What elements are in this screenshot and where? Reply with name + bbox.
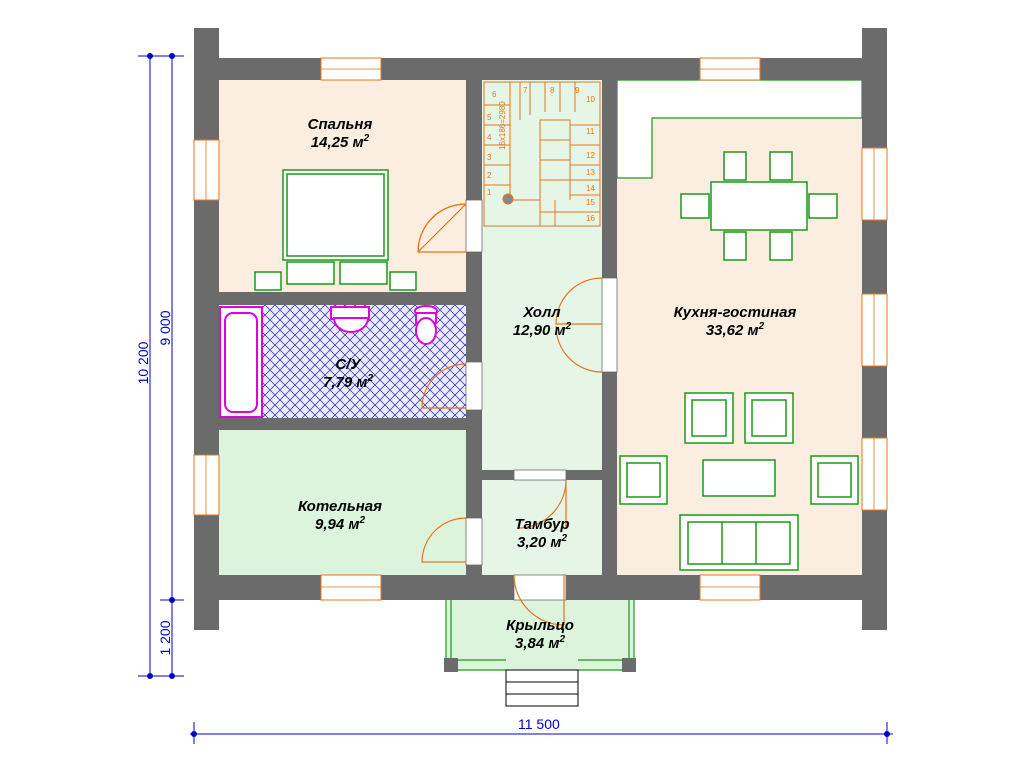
vestibule-name: Тамбур [514,516,570,533]
double-bed [254,169,417,291]
room-label-vestibule: Тамбур 3,20 м2 [492,516,592,552]
living-furniture [619,392,859,571]
door-openings [465,199,618,601]
door-swings [417,203,603,626]
stair-step-number: 5 [487,113,492,122]
bedroom-area-unit: 2 [363,133,370,144]
room-label-kitchen-living: Кухня-гостиная 33,62 м2 [660,304,810,340]
dimension-total-width: 11 500 [518,716,560,732]
stair-step-number: 6 [492,90,497,99]
room-label-hall: Холл 12,90 м2 [492,304,592,340]
porch-posts [444,658,636,672]
vestibule-area: 3,20 м [516,534,562,551]
bathroom-fixtures [219,305,438,418]
porch-floor [446,600,634,670]
inner-walls [219,80,617,575]
dimension-total-height: 10 200 [135,341,151,385]
bathroom-area: 7,79 м [322,374,368,391]
porch-area-unit: 2 [559,634,566,645]
kitchen-living-area: 33,62 м [705,322,759,339]
boiler-area: 9,94 м [314,516,360,533]
boiler-area-unit: 2 [359,515,366,526]
stair-step-number: 3 [487,153,492,162]
bathroom-name: С/У [335,356,361,373]
room-label-porch: Крыльцо 3,84 м2 [490,617,590,653]
vestibule-floor [482,480,602,575]
dining-set [680,151,838,261]
stair-step-number: 13 [586,168,595,177]
bedroom-area: 14,25 м [310,134,364,151]
boiler-floor [219,430,466,575]
stair-step-number: 1 [487,188,492,197]
window-glass-lines [205,68,875,588]
stair-step-number: 4 [487,133,492,142]
dimension-lines [138,53,893,744]
hall-name: Холл [523,304,561,321]
stair-step-number: 14 [586,184,595,193]
stair-step-number: 15 [586,198,595,207]
boiler-name: Котельная [298,498,382,515]
room-label-boiler: Котельная 9,94 м2 [290,498,390,534]
dimension-house-height: 9 000 [157,310,173,346]
room-label-bathroom: С/У 7,79 м2 [298,356,398,392]
hall-area: 12,90 м [512,322,566,339]
stair-post [502,193,514,205]
stair-step-number: 11 [586,127,595,136]
bathroom-area-unit: 2 [367,373,374,384]
stair-step-number: 7 [523,86,528,95]
stair-step-number: 12 [586,151,595,160]
hall-area-unit: 2 [565,321,572,332]
porch-steps [505,669,579,707]
room-label-bedroom: Спальня 14,25 м2 [290,116,390,152]
stair-step-number: 10 [586,95,595,104]
vestibule-area-unit: 2 [561,533,568,544]
stair-note: 16x186=2980 [498,101,507,150]
stair-step-number: 2 [487,171,492,180]
bedroom-name: Спальня [307,116,373,133]
porch-name: Крыльцо [506,617,574,634]
dimension-porch-depth: 1 200 [157,620,173,656]
kitchen-living-area-unit: 2 [758,321,765,332]
staircase [483,81,601,227]
stair-step-number: 16 [586,214,595,223]
stair-step-number: 9 [575,86,580,95]
stair-step-number: 8 [550,86,555,95]
kitchen-living-name: Кухня-гостиная [673,304,797,321]
porch-area: 3,84 м [514,635,560,652]
